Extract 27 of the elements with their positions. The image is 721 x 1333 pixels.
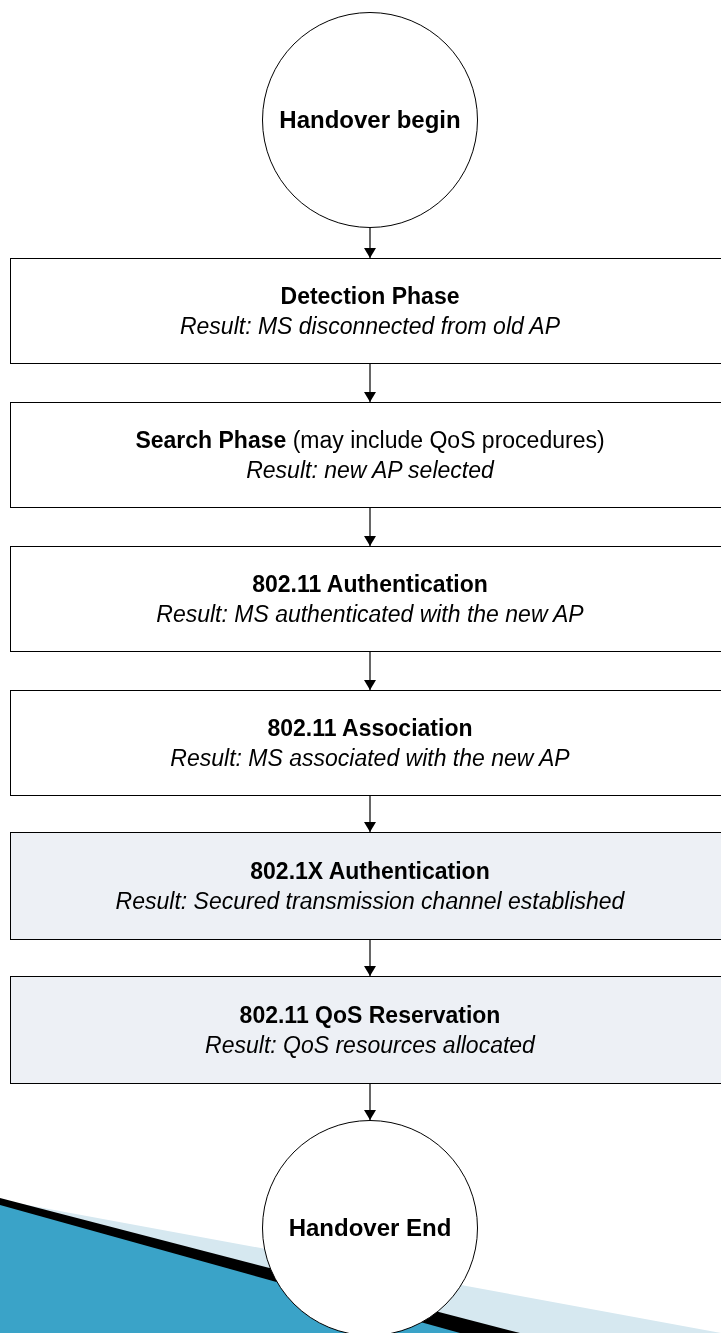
step-title: Search Phase (may include QoS procedures) <box>134 426 606 455</box>
step-title: Handover begin <box>278 105 462 135</box>
process-box <box>10 832 721 940</box>
step-result: Result: MS authenticated with the new AP <box>155 600 585 629</box>
step-title: Handover End <box>287 1213 453 1243</box>
process-box <box>10 546 721 652</box>
step-title: 802.11 Association <box>266 714 474 743</box>
arrow <box>364 1083 376 1121</box>
step-title: 802.11 Authentication <box>251 570 489 599</box>
step-title: 802.1X Authentication <box>249 857 491 886</box>
step-result: Result: Secured transmission channel established <box>114 887 626 916</box>
step-title: 802.11 QoS Reservation <box>238 1001 502 1030</box>
step-result: Result: MS associated with the new AP <box>169 744 571 773</box>
arrow <box>364 227 376 259</box>
step-title: Detection Phase <box>279 282 461 311</box>
process-box <box>10 402 721 508</box>
process-box <box>10 258 721 364</box>
arrow <box>364 795 376 833</box>
arrow <box>364 939 376 977</box>
process-box <box>10 976 721 1084</box>
step-result: Result: QoS resources allocated <box>204 1031 537 1060</box>
process-box <box>10 690 721 796</box>
step-result: Result: new AP selected <box>245 456 496 485</box>
step-result: Result: MS disconnected from old AP <box>178 312 562 341</box>
arrow <box>364 363 376 403</box>
arrow <box>364 507 376 547</box>
arrow <box>364 651 376 691</box>
